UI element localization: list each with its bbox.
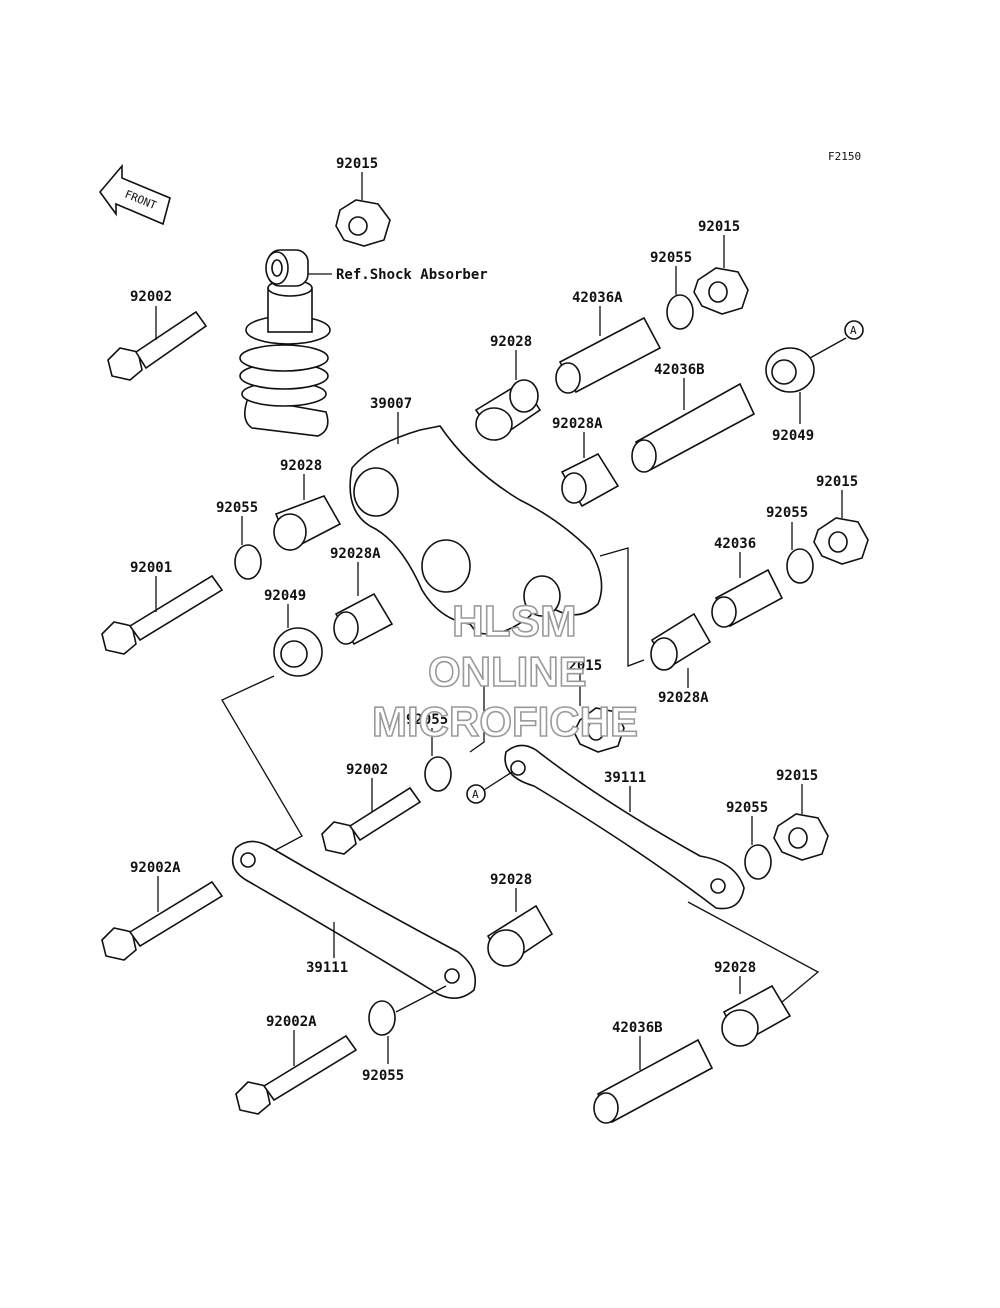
label-nut-top-right: 92015 [698, 219, 740, 235]
bolt-top-left [107, 310, 208, 381]
label-collar-top: 92028 [490, 334, 532, 350]
collar-lower-right [721, 984, 792, 1047]
nut-lower-right [773, 813, 829, 861]
nut-center [573, 707, 625, 753]
label-oring-left: 92055 [216, 500, 258, 516]
ref-shock-label: Ref.Shock Absorber [336, 267, 488, 283]
label-tie-rod-left: 39111 [306, 960, 348, 976]
label-sleeve-42036b-bottom: 42036B [612, 1020, 663, 1036]
label-oring-lower-right: 92055 [726, 800, 768, 816]
label-oring-bottom: 92055 [362, 1068, 404, 1084]
label-collar-92028a-right: 92028A [658, 690, 709, 706]
label-bolt-left-mid: 92001 [130, 560, 172, 576]
label-collar-92049-left: 92049 [264, 588, 306, 604]
collar-92028a-right [650, 612, 712, 671]
rocker-arm [349, 425, 603, 635]
figure-code: F2150 [828, 150, 861, 163]
collar-92028a-top [560, 452, 620, 508]
collar-left [273, 495, 342, 552]
watermark-line1: HLSM [452, 597, 577, 646]
watermark-line3: MICROFICHE [372, 698, 638, 745]
watermark-line2: ONLINE [428, 648, 587, 695]
label-oring-top-right: 92055 [650, 250, 692, 266]
sleeve-42036a [555, 316, 662, 394]
watermark: HLSM ONLINE MICROFICHE [371, 596, 639, 746]
label-collar-left: 92028 [280, 458, 322, 474]
label-tie-rod-right: 39111 [604, 770, 646, 786]
label-nut-right-mid: 92015 [816, 474, 858, 490]
oring-left [234, 544, 262, 580]
label-nut-center: 92015 [560, 658, 602, 674]
label-bolt-92002a-bottom: 92002A [266, 1014, 317, 1030]
oring-lower-right [744, 844, 772, 880]
oring-top-right [666, 294, 694, 330]
label-bolt-top-left: 92002 [130, 289, 172, 305]
label-sleeve-42036: 42036 [714, 536, 756, 552]
label-nut-top: 92015 [336, 156, 378, 172]
callout-a-right [844, 320, 864, 340]
nut-top [335, 199, 391, 247]
label-oring-right-mid: 92055 [766, 505, 808, 521]
collar-92049-left [273, 627, 323, 677]
label-sleeve-42036b-top: 42036B [654, 362, 705, 378]
label-collar-92049-right: 92049 [772, 428, 814, 444]
callout-a-center [466, 784, 486, 804]
sleeve-42036b-top [631, 382, 756, 473]
oring-center [424, 756, 452, 792]
label-bolt-92002a-left: 92002A [130, 860, 181, 876]
sleeve-42036 [711, 568, 784, 628]
oring-bottom [368, 1000, 396, 1036]
bolt-center [321, 786, 422, 855]
nut-right-mid [813, 517, 869, 565]
oring-right-mid [786, 548, 814, 584]
shock-absorber [239, 249, 331, 437]
label-nut-lower-right: 92015 [776, 768, 818, 784]
collar-lower-center [486, 904, 554, 968]
label-collar-92028a-left: 92028A [330, 546, 381, 562]
label-sleeve-42036a: 42036A [572, 290, 623, 306]
nut-top-right [693, 267, 749, 315]
collar-92049-right [765, 347, 815, 393]
bolt-92002a-left [101, 880, 224, 961]
label-collar-lower-right: 92028 [714, 960, 756, 976]
callout-a-center-label: A [472, 788, 479, 801]
label-rocker-arm: 39007 [370, 396, 412, 412]
sleeve-42036b-bottom [593, 1038, 714, 1124]
tie-rod-left [231, 840, 477, 999]
label-oring-center: 92055 [406, 712, 448, 728]
callout-a-right-label: A [850, 324, 857, 337]
label-bolt-center: 92002 [346, 762, 388, 778]
tie-rod-right [504, 744, 745, 910]
collar-92028a-left [333, 592, 394, 646]
bolt-left-mid [101, 574, 224, 655]
label-collar-92028a-top: 92028A [552, 416, 603, 432]
label-collar-lower-center: 92028 [490, 872, 532, 888]
bolt-92002a-bottom [235, 1034, 358, 1115]
collar-top [474, 379, 542, 442]
front-arrow-icon: FRONT [98, 163, 171, 226]
